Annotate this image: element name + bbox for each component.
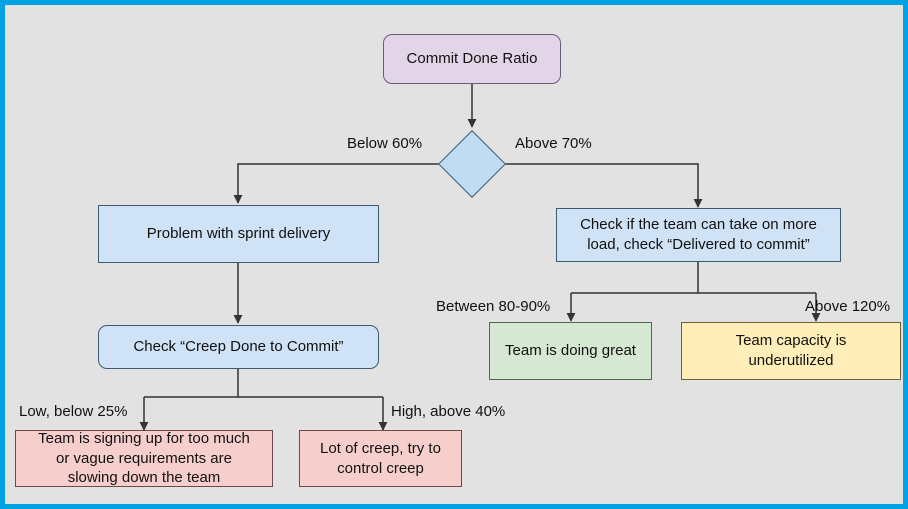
node-check-creep-done-to-commit[interactable]: Check “Creep Done to Commit” bbox=[98, 325, 379, 369]
edge-label-low-below-25: Low, below 25% bbox=[19, 403, 128, 420]
edge-label-high-above-40: High, above 40% bbox=[391, 403, 506, 420]
node-team-capacity-underutilized[interactable]: Team capacity is underutilized bbox=[681, 322, 901, 380]
decision-diamond[interactable] bbox=[438, 130, 506, 198]
node-problem-with-sprint-delivery[interactable]: Problem with sprint delivery bbox=[98, 205, 379, 263]
edge-label-between-80-90: Between 80-90% bbox=[436, 298, 551, 315]
edge-decision-to-problem bbox=[233, 163, 439, 204]
node-check-team-can-take-more-load[interactable]: Check if the team can take on more load,… bbox=[556, 208, 841, 262]
node-commit-done-ratio[interactable]: Commit Done Ratio bbox=[383, 34, 561, 84]
edge-label-above-70: Above 70% bbox=[515, 135, 592, 152]
node-team-signing-up-too-much[interactable]: Team is signing up for too much or vague… bbox=[15, 430, 273, 487]
node-lot-of-creep[interactable]: Lot of creep, try to control creep bbox=[299, 430, 462, 487]
edge-label-above-120: Above 120% bbox=[805, 298, 891, 315]
edge-decision-to-check-load bbox=[505, 163, 703, 208]
node-team-is-doing-great[interactable]: Team is doing great bbox=[489, 322, 652, 380]
edge-label-below-60: Below 60% bbox=[347, 135, 423, 152]
